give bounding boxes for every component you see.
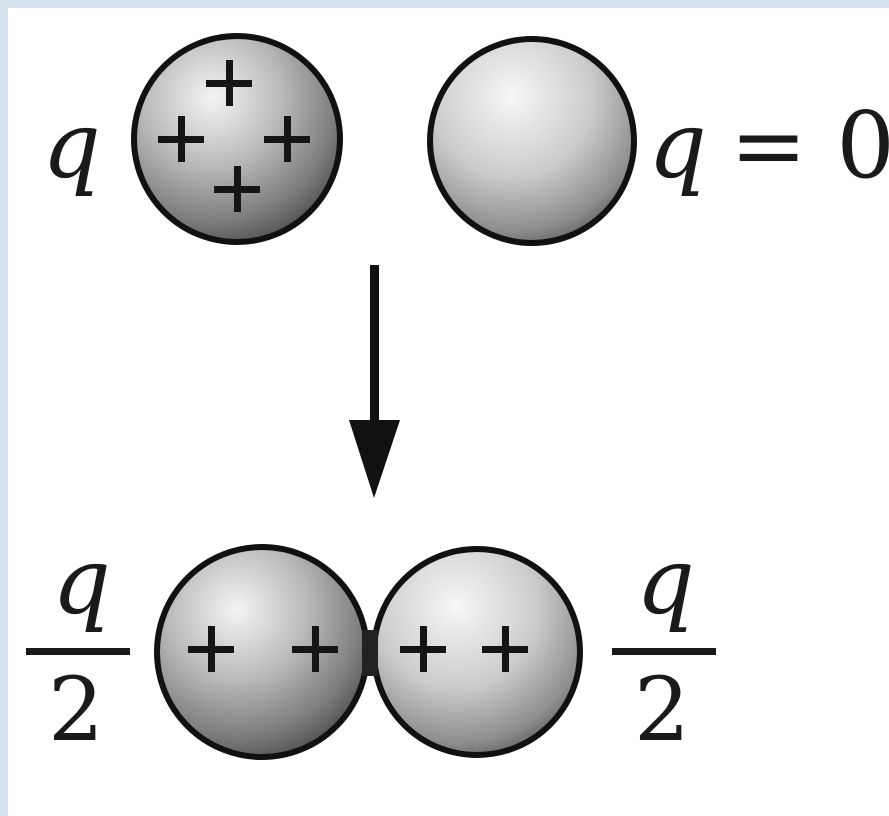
neutral-sphere-icon xyxy=(427,36,637,246)
right-fraction-denominator: 2 xyxy=(634,658,690,761)
plus-sign-icon xyxy=(264,116,310,162)
top-right-charge-label: q xyxy=(648,92,707,199)
top-right-zero-label: = 0 xyxy=(730,92,889,199)
left-fraction-denominator: 2 xyxy=(48,658,104,761)
plus-sign-icon xyxy=(206,60,252,106)
left-fraction-numerator: q xyxy=(52,528,111,635)
plus-sign-icon xyxy=(188,626,234,672)
plus-sign-icon xyxy=(482,626,528,672)
left-fraction-bar xyxy=(26,648,130,655)
top-left-charge-label: q xyxy=(42,92,101,199)
contact-point-icon xyxy=(362,630,378,676)
plus-sign-icon xyxy=(400,626,446,672)
down-arrow-icon xyxy=(349,265,400,498)
diagram-graphics xyxy=(131,33,637,760)
plus-sign-icon xyxy=(292,626,338,672)
plus-sign-icon xyxy=(158,116,204,162)
diagram-canvas: q q = 0 q 2 q 2 xyxy=(8,8,889,816)
charged-sphere-icon xyxy=(131,33,343,245)
right-fraction-numerator: q xyxy=(636,528,695,635)
right-fraction-bar xyxy=(612,648,716,655)
plus-sign-icon xyxy=(214,166,260,212)
